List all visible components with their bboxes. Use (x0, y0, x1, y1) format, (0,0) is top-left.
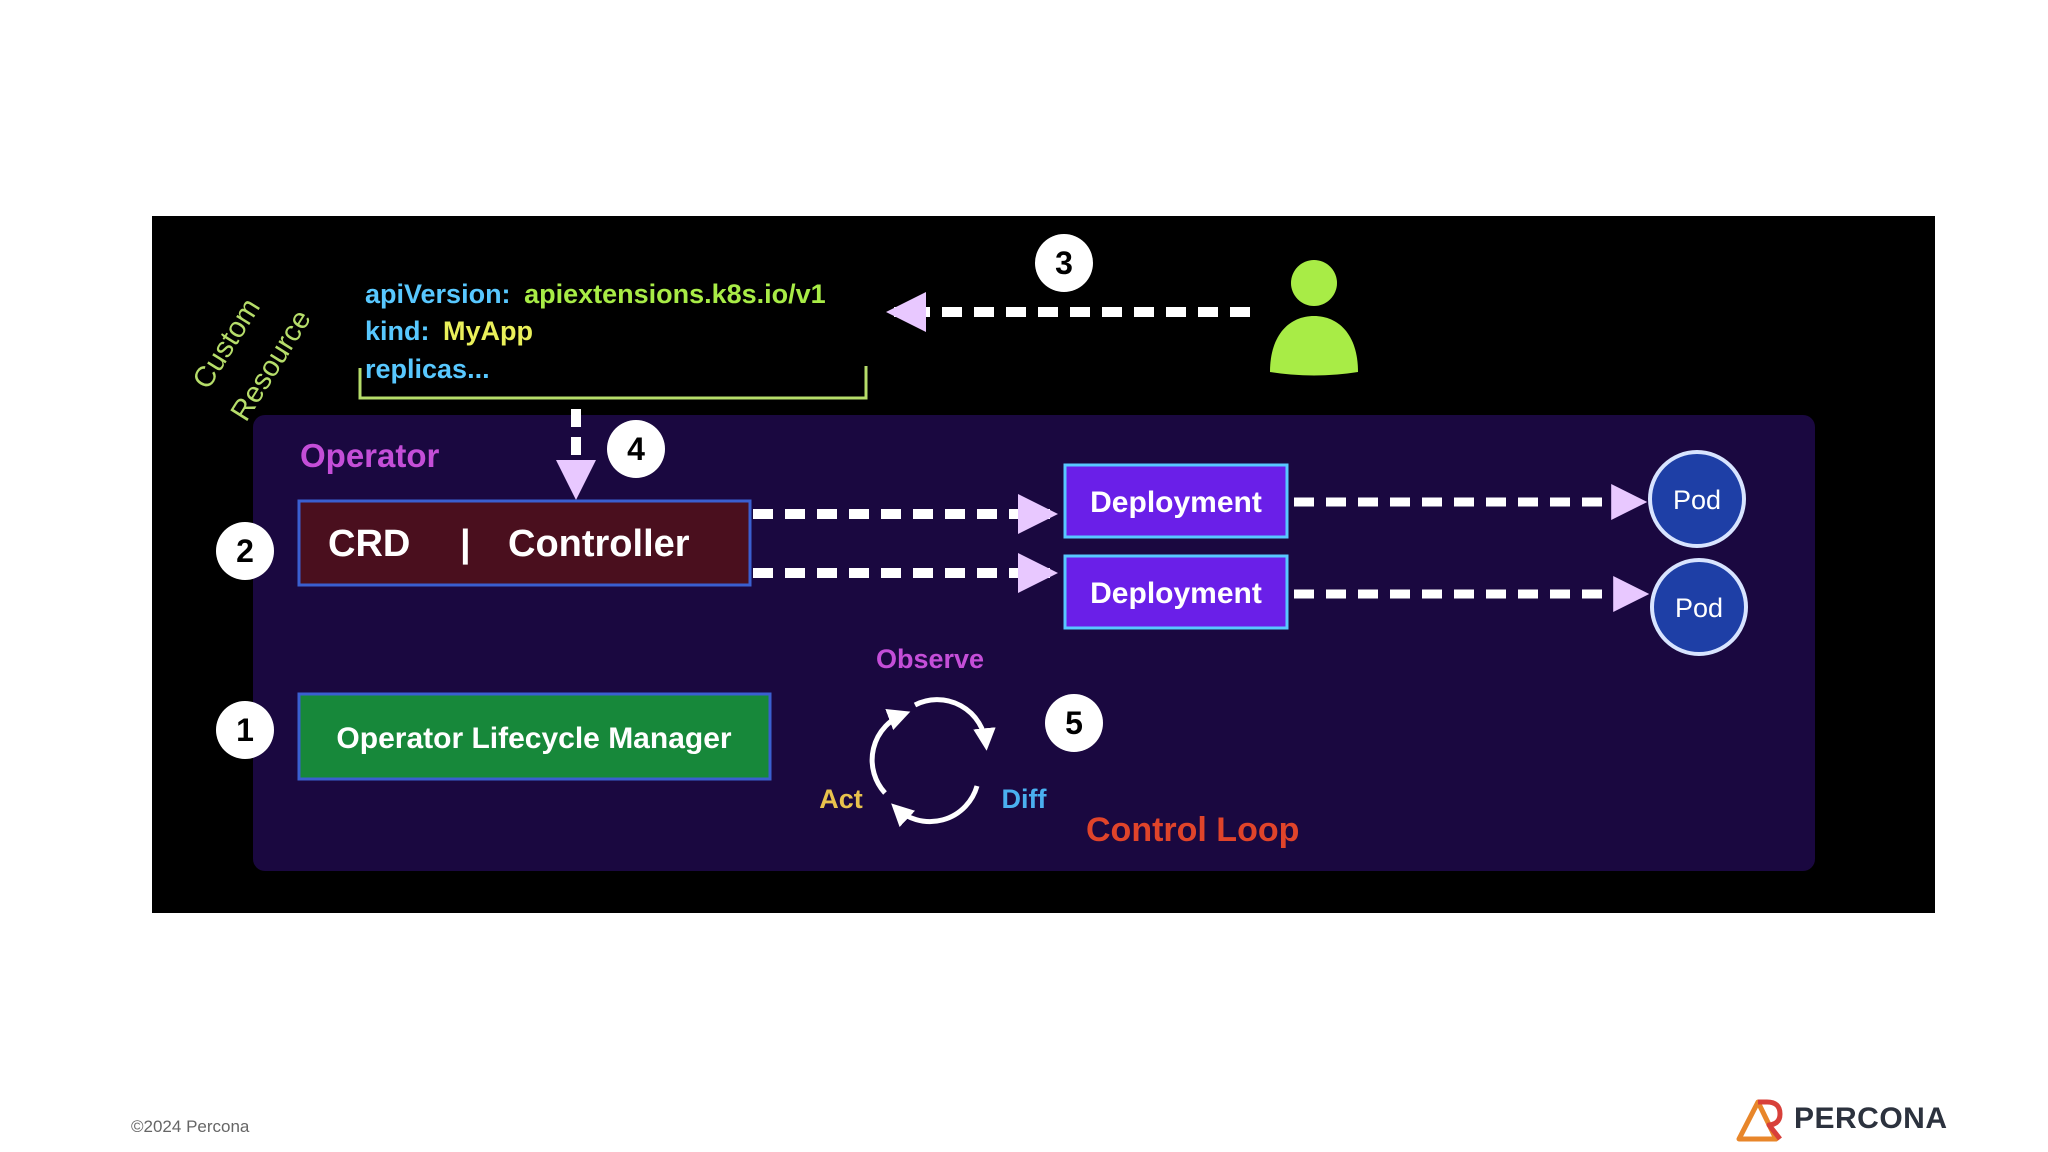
olm-label: Operator Lifecycle Manager (336, 722, 731, 755)
crd-label: CRD (328, 523, 410, 565)
cycle-arrows-icon (869, 697, 996, 828)
cr-apiversion-value: apiextensions.k8s.io/v1 (524, 279, 826, 309)
svg-text:2: 2 (236, 533, 254, 569)
operator-diagram: Custom Resource apiVersion: apiextension… (152, 216, 1935, 913)
olm-box (297, 692, 772, 781)
svg-text:1: 1 (236, 712, 254, 748)
deployment-box-1 (1063, 463, 1289, 539)
crd-controller-box (297, 499, 752, 587)
svg-text:3: 3 (1055, 245, 1073, 281)
control-loop-observe: Observe (876, 644, 984, 674)
cr-bracket (358, 366, 868, 400)
cr-kind-value: MyApp (443, 316, 533, 346)
crd-controller-separator: | (460, 523, 471, 565)
control-loop-diff: Diff (1002, 784, 1048, 814)
percona-wordmark: PERCONA (1794, 1102, 1948, 1135)
step-badge-4: 4 (607, 420, 665, 478)
control-loop-act: Act (819, 784, 863, 814)
operator-title: Operator (300, 437, 440, 474)
pod-label-1: Pod (1673, 485, 1721, 515)
cr-kind-key: kind: (365, 316, 430, 346)
step-badge-2: 2 (216, 522, 274, 580)
cr-line-apiversion: apiVersion: apiextensions.k8s.io/v1 (365, 279, 826, 309)
control-loop-title: Control Loop (1086, 811, 1299, 849)
percona-brand: PERCONA (1736, 1094, 1948, 1144)
deployment-label-1: Deployment (1090, 486, 1262, 519)
svg-text:5: 5 (1065, 705, 1083, 741)
deployment-label-2: Deployment (1090, 577, 1262, 610)
svg-text:4: 4 (627, 431, 645, 467)
step-badge-1: 1 (216, 701, 274, 759)
pod-circle-2 (1650, 558, 1748, 656)
copyright-text: ©2024 Percona (131, 1117, 250, 1136)
cr-line-replicas: replicas... (365, 354, 490, 384)
cr-line-kind: kind: MyApp (365, 316, 533, 346)
pod-circle-1 (1648, 450, 1746, 548)
controller-label: Controller (508, 523, 690, 565)
pod-label-2: Pod (1675, 593, 1723, 623)
step-badge-5: 5 (1045, 694, 1103, 752)
step-badge-3: 3 (1035, 234, 1093, 292)
percona-logo (1736, 1099, 1783, 1142)
deployment-box-2 (1063, 554, 1289, 630)
cr-apiversion-key: apiVersion: (365, 279, 511, 309)
user-icon (1270, 260, 1358, 376)
